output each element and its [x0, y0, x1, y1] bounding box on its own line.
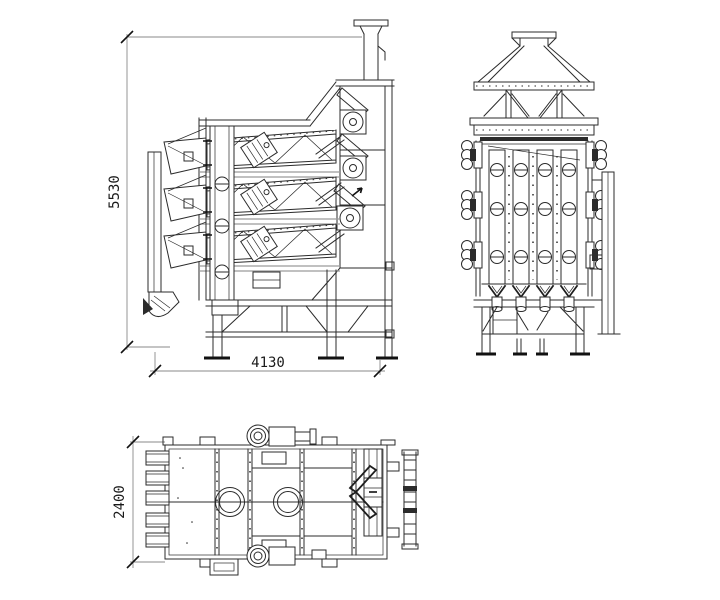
discharge-funnel-3 — [536, 285, 554, 313]
column-hole-3 — [214, 264, 230, 280]
manhole-2 — [273, 487, 303, 517]
guard-plate — [589, 171, 621, 335]
manhole-1 — [215, 487, 245, 517]
bottom-chute — [143, 291, 180, 317]
junction-box — [209, 558, 239, 576]
inspection-port-2 — [336, 133, 369, 181]
vibration-motor-top — [246, 424, 317, 448]
support-stand — [476, 306, 590, 356]
spout-2 — [145, 470, 170, 486]
inspection-port-1 — [336, 87, 369, 135]
spout-4 — [145, 512, 170, 528]
dimension-front-width: 4130 — [148, 355, 387, 378]
column-hole-2 — [214, 218, 230, 234]
discharge-hopper-1 — [163, 127, 213, 175]
flow-arrow — [351, 187, 363, 197]
v-chute-assembly — [348, 448, 400, 538]
dimension-front-height: 5530 — [107, 30, 381, 375]
dimension-label-4130: 4130 — [251, 355, 285, 371]
discharge-funnel-4 — [560, 285, 578, 313]
discharge-side — [143, 117, 213, 317]
discharge-hopper-2 — [163, 174, 213, 222]
side-view — [461, 31, 621, 356]
exhaust-stack — [353, 19, 389, 81]
front-view: 5530 4130 — [107, 19, 398, 378]
column-hole-1 — [214, 176, 230, 192]
spout-3 — [145, 490, 170, 506]
feed-inlet — [477, 31, 591, 83]
side-ladder — [401, 449, 419, 550]
base-frame — [204, 261, 398, 360]
spout-1 — [145, 450, 170, 466]
top-frame — [469, 81, 599, 145]
spring-mounts-left — [461, 140, 483, 270]
vibration-motor-bottom — [246, 544, 327, 568]
dimension-label-2400: 2400 — [112, 485, 128, 519]
support-column — [209, 125, 239, 316]
plan-discharge-spouts — [145, 450, 170, 548]
screen-body — [473, 140, 595, 313]
side-plate — [147, 151, 162, 293]
discharge-funnel-2 — [512, 285, 530, 313]
discharge-hopper-3 — [163, 221, 213, 269]
dimension-label-5530: 5530 — [107, 175, 123, 209]
v-chute — [348, 464, 378, 520]
spout-5 — [145, 532, 170, 548]
plan-view: 2400 — [112, 424, 419, 576]
dimension-plan-depth: 2400 — [112, 435, 165, 569]
